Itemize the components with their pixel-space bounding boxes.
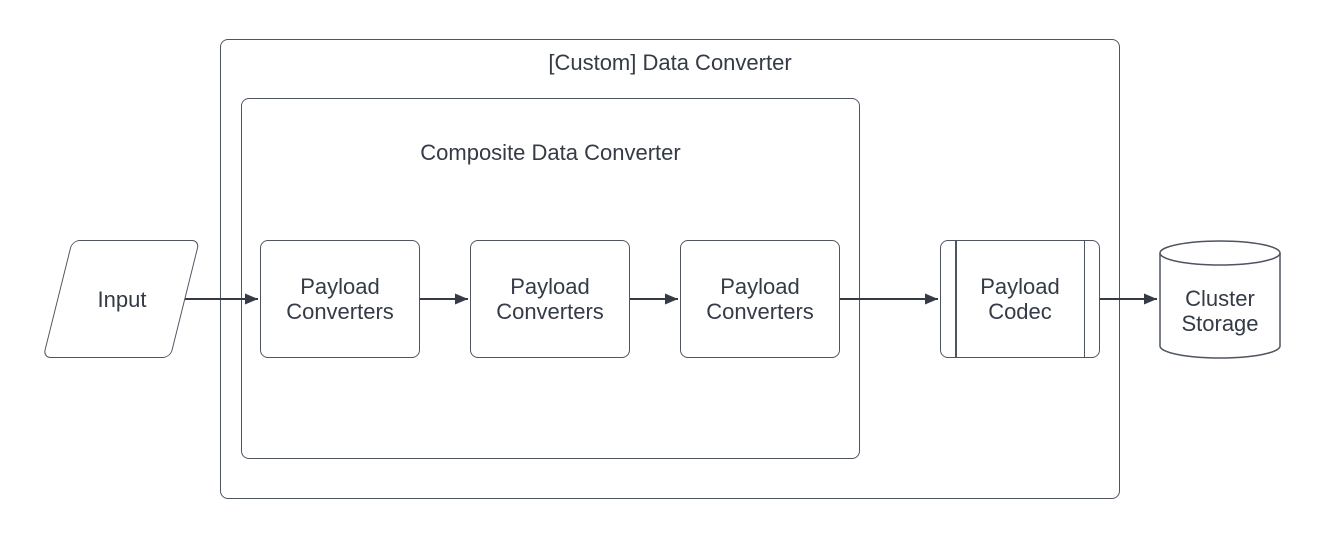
payload-converters-label-3: Payload Converters [706,274,814,324]
payload-codec-node [940,240,1100,358]
payload-converters-node-1 [260,240,420,358]
composite-data-converter-title: Composite Data Converter [420,140,681,165]
cluster-storage-label: Cluster Storage [1181,286,1259,336]
custom-data-converter-title: [Custom] Data Converter [548,50,792,75]
payload-codec-label: Payload Codec [980,274,1060,324]
predefined-process-bar-left [955,241,957,357]
payload-converters-node-3 [680,240,840,358]
custom-data-converter-container [220,39,1120,499]
payload-converters-label-2: Payload Converters [496,274,604,324]
payload-converters-label-1: Payload Converters [286,274,394,324]
predefined-process-bar-right [1083,241,1085,357]
payload-converters-node-2 [470,240,630,358]
composite-data-converter-container [241,98,860,459]
input-label: Input [97,286,147,312]
